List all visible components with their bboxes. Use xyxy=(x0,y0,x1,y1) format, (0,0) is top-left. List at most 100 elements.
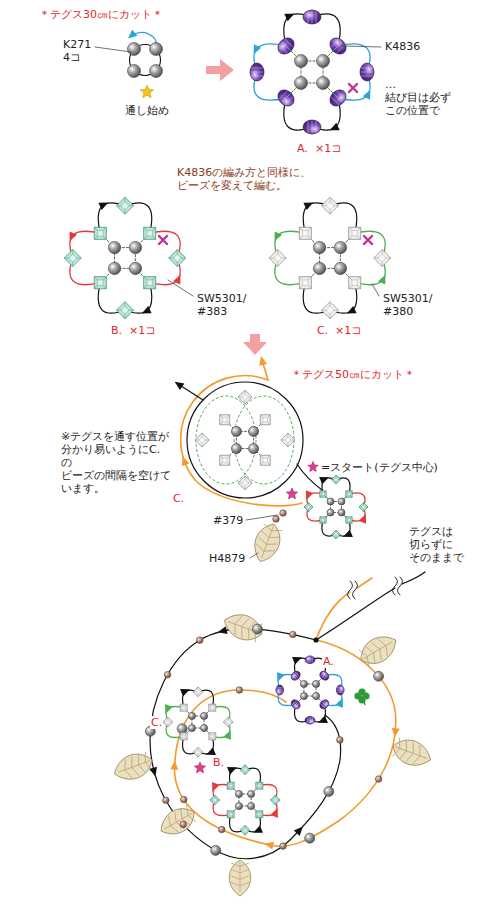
purple-bead-body xyxy=(289,698,301,710)
bead-stripe xyxy=(334,42,343,51)
seed-bead xyxy=(280,510,287,517)
bicone-facet xyxy=(166,720,170,724)
bicone-edge xyxy=(224,779,238,793)
round-bead xyxy=(300,692,307,699)
arrowhead xyxy=(140,306,152,317)
bicone-edge xyxy=(240,765,250,775)
round-bead xyxy=(200,712,207,719)
thread xyxy=(250,553,258,558)
round-bead xyxy=(128,43,141,56)
bicone-bead xyxy=(215,410,235,430)
purple-bead-body xyxy=(289,669,301,681)
leaf-vein xyxy=(358,633,398,667)
bicone-body xyxy=(343,221,367,245)
leaf-body xyxy=(389,735,435,771)
bicone-bead xyxy=(281,433,295,447)
arrowhead xyxy=(391,728,400,738)
purple-bead xyxy=(276,685,284,695)
bicone-body xyxy=(343,488,356,501)
bicone-body xyxy=(177,701,191,715)
bicone-body xyxy=(255,450,275,470)
bicone-bead xyxy=(205,729,219,743)
bicone-facet xyxy=(326,306,334,314)
bead-stripe xyxy=(282,42,291,51)
arrowhead xyxy=(359,513,370,524)
bicone-edge xyxy=(177,729,191,743)
purple-bead xyxy=(305,656,315,664)
bicone-body xyxy=(163,717,173,727)
bicone-bead xyxy=(210,795,220,805)
bicone-bead xyxy=(343,514,356,527)
round-bead xyxy=(231,444,241,454)
bicone-body xyxy=(332,475,341,484)
arrowhead xyxy=(284,10,296,21)
arrowhead xyxy=(250,44,261,56)
bicone-bead xyxy=(332,530,341,539)
bicone-body xyxy=(205,701,219,715)
bicone-body xyxy=(359,503,368,512)
round-bead xyxy=(334,262,346,274)
bicone-edge xyxy=(281,433,295,447)
bicone-edge xyxy=(359,503,368,512)
bicone-bead xyxy=(138,221,162,245)
bead-stripe xyxy=(251,76,264,77)
leaf-body xyxy=(110,749,156,785)
bicone-edge xyxy=(343,221,367,245)
round-bead xyxy=(295,77,308,90)
bicone-bead xyxy=(255,450,275,470)
thread xyxy=(246,515,278,520)
leaf-vein xyxy=(391,737,430,768)
bicone-body xyxy=(317,488,330,501)
bicone-facet xyxy=(334,532,338,536)
part-name: K271 4コ xyxy=(62,38,92,64)
bicone-facet xyxy=(173,254,181,262)
round-bead xyxy=(334,241,346,253)
bicone-bead xyxy=(64,249,81,266)
round-bead xyxy=(338,509,345,516)
thread xyxy=(305,233,354,282)
purple-bead xyxy=(289,698,301,710)
bicone-body xyxy=(343,514,356,527)
bicone-edge xyxy=(177,701,191,715)
bicone-edge xyxy=(64,249,81,266)
bicone-body xyxy=(193,687,203,697)
bead-stripe xyxy=(279,44,288,53)
bead-stripe xyxy=(312,121,313,134)
bicone-edge xyxy=(138,221,162,245)
arrowhead xyxy=(98,199,110,210)
instruction-note: K4836の編み方と同様に、 ビーズを変えて編む。 xyxy=(176,166,312,192)
leaf-bead xyxy=(155,802,199,841)
bicone-body xyxy=(177,729,191,743)
seed-bead xyxy=(162,797,169,804)
leaf-bead xyxy=(220,609,266,645)
star-mark xyxy=(286,488,297,499)
round-bead xyxy=(338,498,345,505)
bicone-bead xyxy=(224,807,238,821)
bicone-body xyxy=(293,271,317,295)
part-name: SW5301/ #380 xyxy=(382,292,434,318)
bicone-bead xyxy=(293,221,317,245)
round-bead xyxy=(129,262,141,274)
arrowhead xyxy=(345,306,357,317)
bead-stripe xyxy=(361,76,374,77)
bicone-bead xyxy=(343,221,367,245)
round-bead xyxy=(188,712,195,719)
seed-bead xyxy=(196,637,203,644)
bicone-bead xyxy=(240,765,250,775)
arrowhead xyxy=(170,760,179,770)
purple-bead-body xyxy=(360,63,374,81)
bicone-body xyxy=(223,717,233,727)
part-letter: C. xyxy=(172,492,185,505)
arrowhead xyxy=(271,807,282,818)
part-letter: A. xyxy=(296,142,309,155)
leaf-body xyxy=(220,609,266,645)
bead-stripe xyxy=(323,675,328,680)
round-bead xyxy=(300,680,307,687)
thread xyxy=(95,47,131,52)
round-bead xyxy=(324,786,334,796)
bicone-body xyxy=(193,747,203,757)
thread xyxy=(353,581,358,599)
arrowhead xyxy=(252,826,263,837)
purple-bead xyxy=(360,63,374,81)
bicone-bead xyxy=(252,807,266,821)
